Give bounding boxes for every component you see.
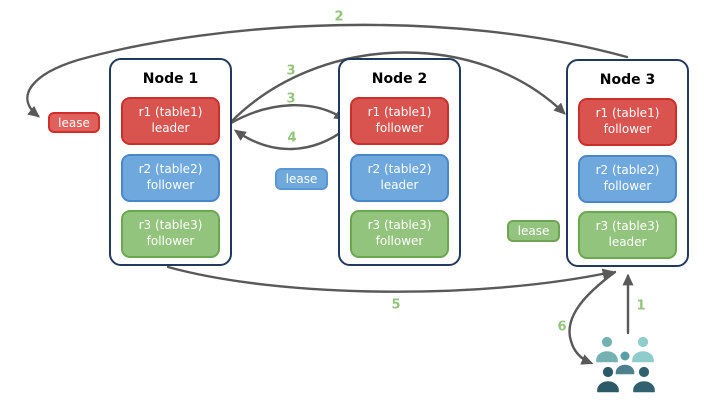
replica-role: follower: [375, 121, 424, 135]
node-1-replica-r2: r2 (table2) follower: [121, 154, 220, 202]
replica-name: r2 (table2): [595, 163, 660, 178]
replica-role: follower: [603, 122, 652, 136]
replica-name: r2 (table2): [138, 162, 203, 177]
step-label-3a: 3: [286, 63, 296, 79]
replica-role: follower: [146, 234, 195, 248]
arrow-step6-node3-to-users: [568, 270, 617, 365]
replica-name: r1 (table1): [595, 106, 660, 121]
node-2-title: Node 2: [371, 71, 428, 87]
lease-badge-red: lease: [48, 112, 100, 133]
replica-name: r1 (table1): [138, 105, 203, 120]
replica-name: r3 (table3): [367, 218, 432, 233]
users-icon: [594, 335, 657, 394]
step-label-1: 1: [636, 298, 646, 314]
node-3-title: Node 3: [599, 72, 656, 88]
replica-role: follower: [375, 234, 424, 248]
replica-role: leader: [151, 121, 190, 135]
node-3-replica-r1: r1 (table1) follower: [578, 98, 677, 146]
step-label-5: 5: [391, 297, 401, 313]
replica-name: r3 (table3): [138, 218, 203, 233]
step-label-2: 2: [334, 9, 344, 25]
node-2-replica-r1: r1 (table1) follower: [350, 97, 449, 145]
node-3: Node 3 r1 (table1) follower r2 (table2) …: [566, 59, 689, 267]
replica-name: r3 (table3): [595, 219, 660, 234]
node-1-title: Node 1: [142, 71, 199, 87]
replica-role: leader: [380, 178, 419, 192]
node-1: Node 1 r1 (table1) leader r2 (table2) fo…: [109, 58, 232, 266]
replica-role: leader: [608, 235, 647, 249]
lease-badge-green: lease: [507, 220, 560, 242]
node-3-replica-r2: r2 (table2) follower: [578, 155, 677, 203]
lease-badge-blue: lease: [275, 168, 328, 190]
node-2-replica-r2: r2 (table2) leader: [350, 154, 449, 202]
replica-name: r1 (table1): [367, 105, 432, 120]
replica-role: follower: [146, 178, 195, 192]
arrow-step5-node1-to-node3: [166, 265, 615, 293]
step-label-3b: 3: [286, 91, 296, 107]
arrow-step4-node2-to-node1: [233, 126, 349, 151]
node-2-replica-r3: r3 (table3) follower: [350, 210, 449, 258]
replica-name: r2 (table2): [367, 162, 432, 177]
step-label-4: 4: [287, 130, 297, 146]
arrow-step2-node3-to-lease: [26, 23, 629, 118]
node-2: Node 2 r1 (table1) follower r2 (table2) …: [338, 58, 461, 266]
arrow-step3-node1-to-node3: [229, 51, 566, 124]
replica-role: follower: [603, 179, 652, 193]
arrow-step3-node1-to-node2: [229, 104, 347, 125]
step-label-6: 6: [557, 319, 567, 335]
node-3-replica-r3: r3 (table3) leader: [578, 211, 677, 259]
node-1-replica-r3: r3 (table3) follower: [121, 210, 220, 258]
node-1-replica-r1: r1 (table1) leader: [121, 97, 220, 145]
